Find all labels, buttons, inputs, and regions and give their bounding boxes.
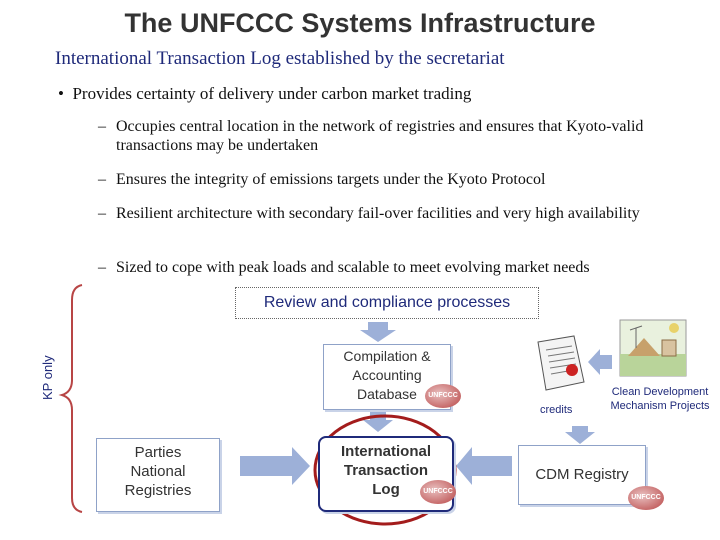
unfccc-logo: UNFCCC [425, 384, 461, 408]
kp-only-label: KP only [40, 366, 70, 400]
landscape-icon [618, 318, 688, 378]
unfccc-logo: UNFCCC [420, 480, 456, 504]
parties-label: Parties National Registries [97, 443, 219, 500]
credits-label: credits [540, 404, 572, 416]
review-box: Review and compliance processes [235, 287, 539, 319]
arrow-projects-to-credits [588, 349, 612, 375]
arrow-credits-to-cdm [565, 426, 595, 444]
cdm-projects-label: Clean Development Mechanism Projects [602, 385, 718, 413]
arrow-parties-to-itl [240, 447, 310, 485]
cdm-registry-box: CDM Registry [518, 445, 646, 505]
unfccc-logo: UNFCCC [628, 486, 664, 510]
parties-box: Parties National Registries [96, 438, 220, 512]
cdm-registry-label: CDM Registry [535, 466, 628, 483]
certificate-icon [532, 334, 588, 398]
arrow-cdm-to-itl [456, 447, 512, 485]
arrow-review-to-compilation [360, 322, 396, 342]
